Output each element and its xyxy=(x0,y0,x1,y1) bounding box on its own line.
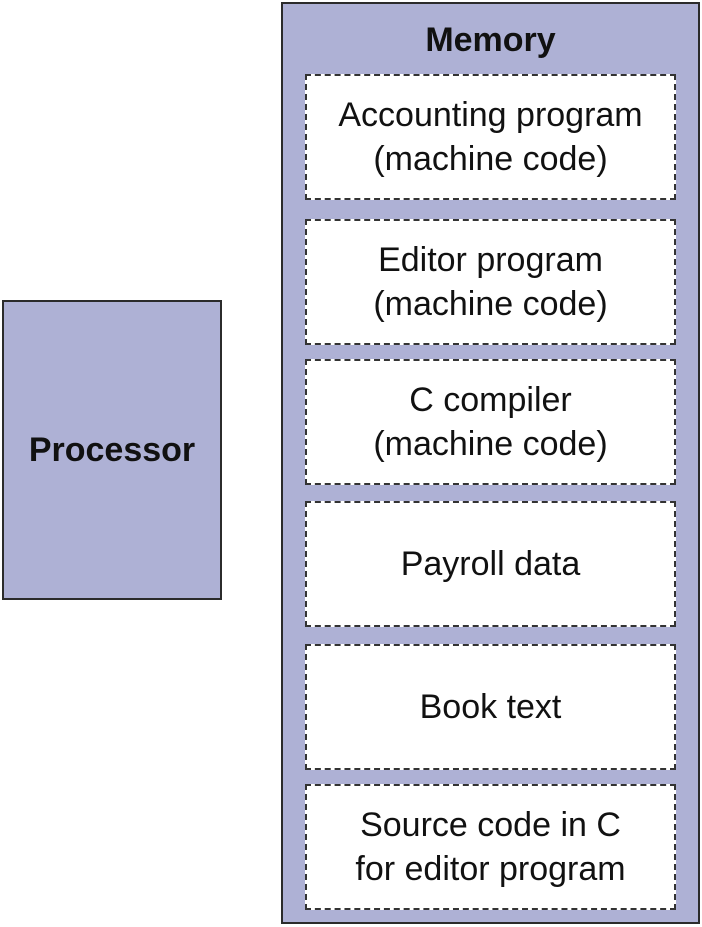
memory-block-line: (machine code) xyxy=(373,285,608,323)
memory-box: Memory Accounting program (machine code)… xyxy=(281,2,700,924)
memory-block-line: Payroll data xyxy=(400,545,581,583)
memory-block-book-text: Book text xyxy=(305,644,676,770)
memory-block-line: (machine code) xyxy=(373,425,608,463)
memory-block-line: for editor program xyxy=(355,850,626,888)
memory-block-line: Accounting program xyxy=(338,96,643,134)
memory-block-line: Editor program xyxy=(378,241,603,279)
memory-block-line: (machine code) xyxy=(373,140,608,178)
memory-block-line: Source code in C xyxy=(360,806,621,844)
memory-block-source-code: Source code in C for editor program xyxy=(305,784,676,910)
memory-block-accounting-program: Accounting program (machine code) xyxy=(305,74,676,200)
memory-block-c-compiler: C compiler (machine code) xyxy=(305,359,676,485)
processor-label: Processor xyxy=(28,430,196,469)
processor-box: Processor xyxy=(2,300,222,600)
memory-block-editor-program: Editor program (machine code) xyxy=(305,219,676,345)
memory-block-line: Book text xyxy=(419,688,562,726)
memory-block-payroll-data: Payroll data xyxy=(305,501,676,627)
memory-title: Memory xyxy=(425,21,556,59)
memory-block-line: C compiler xyxy=(409,381,572,419)
